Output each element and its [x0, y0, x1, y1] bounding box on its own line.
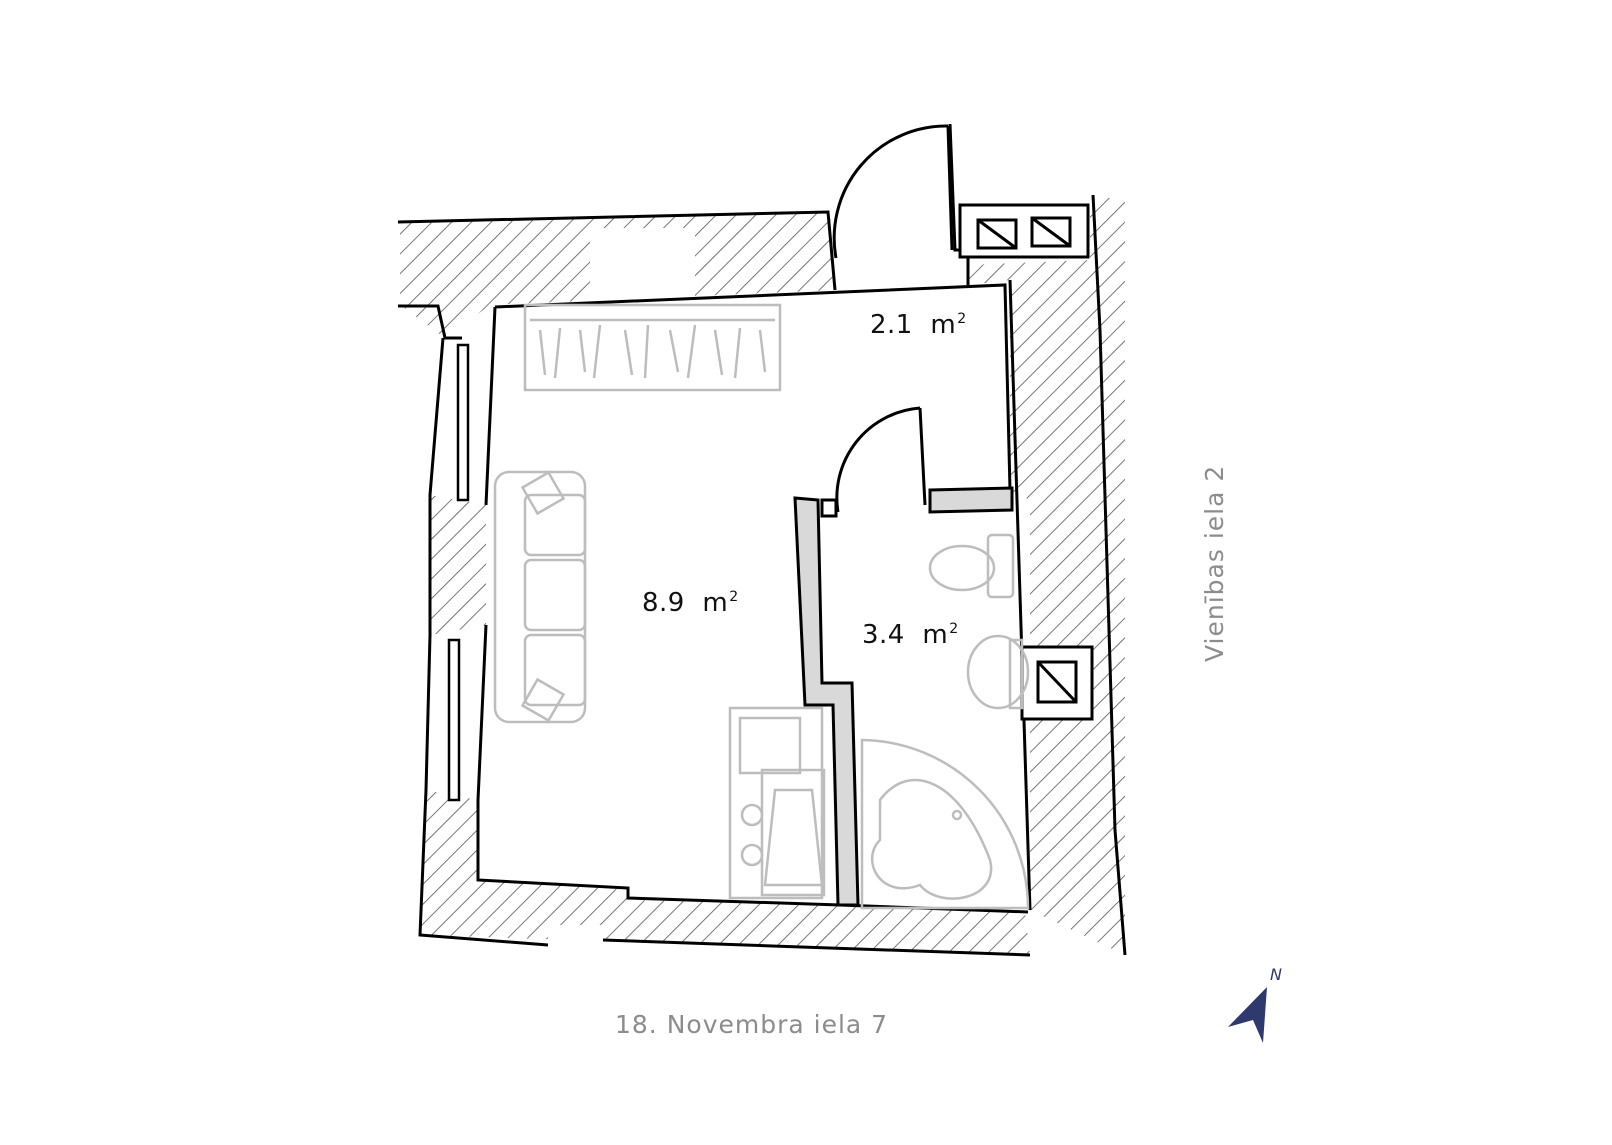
street-label-east: Vienības iela 2 [1200, 464, 1229, 662]
room-area-living: 8.9 m2 [642, 588, 739, 618]
entrance-door [832, 124, 954, 259]
room-area-unit-sup: 2 [949, 621, 959, 637]
room-area-value: 2.1 [870, 310, 913, 340]
room-area-unit-sup: 2 [957, 311, 967, 327]
bathroom-partition [793, 486, 1014, 907]
room-area-value: 8.9 [642, 588, 685, 618]
window-top [590, 228, 695, 304]
wall-right [968, 198, 1125, 955]
wall-left-middle [430, 495, 486, 635]
room-area-unit: m [930, 310, 957, 340]
exterior-walls [400, 198, 1125, 955]
bathroom-door [820, 406, 927, 518]
room-area-unit-sup: 2 [729, 589, 739, 605]
bathtub [860, 738, 1030, 910]
compass-label: N [1270, 965, 1282, 984]
vent-box-right [1020, 645, 1094, 721]
wall-left-bottom [420, 790, 1030, 955]
kitchen-unit [728, 706, 826, 900]
window-left [447, 343, 470, 802]
room-area-value: 3.4 [862, 620, 905, 650]
room-area-bathroom: 3.4 m2 [862, 620, 959, 650]
sofa [493, 470, 587, 724]
room-area-hallway: 2.1 m2 [870, 310, 967, 340]
toilet [928, 533, 1015, 599]
wardrobe [523, 303, 782, 392]
street-label-south: 18. Novembra iela 7 [615, 1010, 889, 1039]
room-area-unit: m [702, 588, 729, 618]
vent-boxes [958, 203, 1090, 259]
wall-gap [548, 925, 603, 945]
sink [966, 634, 1030, 710]
room-area-unit: m [922, 620, 949, 650]
compass-arrow-icon [1228, 987, 1267, 1043]
